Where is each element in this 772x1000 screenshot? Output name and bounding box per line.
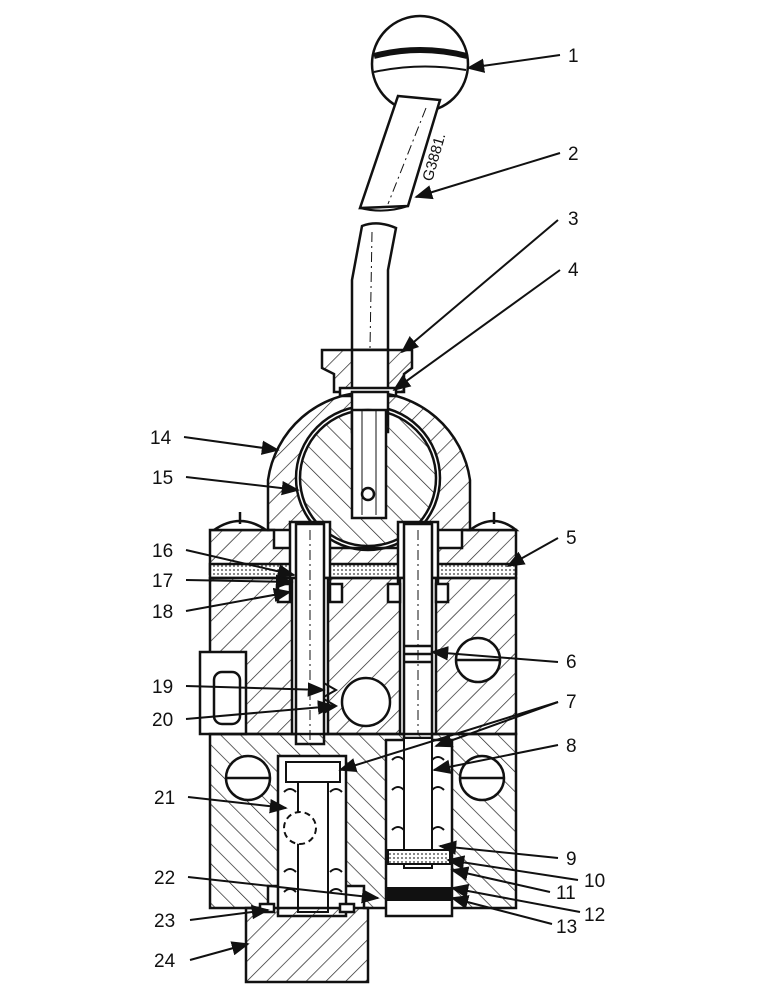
callout-15: 15 bbox=[152, 468, 173, 489]
leader-21 bbox=[187, 796, 288, 814]
leader-9 bbox=[438, 840, 559, 859]
leader-8 bbox=[432, 744, 559, 774]
lever-upper bbox=[358, 94, 442, 212]
leader-17 bbox=[185, 574, 294, 589]
callout-20: 20 bbox=[152, 710, 173, 731]
leader-5 bbox=[506, 537, 559, 567]
leader-3 bbox=[400, 219, 559, 354]
leader-7b bbox=[338, 701, 559, 773]
base-block bbox=[244, 902, 370, 984]
callout-5: 5 bbox=[566, 528, 577, 549]
leader-14 bbox=[183, 436, 280, 455]
leader-15 bbox=[185, 476, 300, 496]
callout-23: 23 bbox=[154, 911, 175, 932]
leader-20 bbox=[185, 700, 336, 720]
leader-19 bbox=[185, 682, 326, 697]
callout-11: 11 bbox=[556, 883, 576, 904]
leader-22 bbox=[187, 876, 380, 904]
valve-lower-body bbox=[208, 732, 518, 918]
callout-4: 4 bbox=[568, 260, 579, 281]
callout-16: 16 bbox=[152, 541, 173, 562]
callout-labels: 1 2 3 4 5 6 7 8 9 10 11 12 13 14 15 16 1… bbox=[150, 46, 605, 972]
leader-6 bbox=[430, 646, 559, 663]
callout-14: 14 bbox=[150, 428, 172, 449]
right-spring-assembly bbox=[387, 737, 451, 901]
leader-2 bbox=[414, 152, 561, 200]
valve-upper-body bbox=[198, 576, 518, 736]
callout-17: 17 bbox=[152, 571, 173, 592]
callout-7: 7 bbox=[566, 692, 577, 713]
leader-4 bbox=[392, 269, 561, 392]
leader-12 bbox=[450, 883, 581, 913]
leader-18 bbox=[185, 587, 292, 612]
leader-23 bbox=[189, 904, 270, 921]
leader-11 bbox=[450, 866, 551, 893]
callout-13: 13 bbox=[556, 917, 577, 938]
callout-19: 19 bbox=[152, 677, 173, 698]
callout-12: 12 bbox=[584, 905, 605, 926]
callout-22: 22 bbox=[154, 868, 175, 889]
callout-3: 3 bbox=[568, 209, 579, 230]
callout-10: 10 bbox=[584, 871, 605, 892]
leader-lines bbox=[183, 54, 581, 961]
leader-10 bbox=[446, 855, 579, 881]
callout-1: 1 bbox=[568, 46, 579, 67]
leader-1 bbox=[466, 54, 561, 73]
lever-lower bbox=[350, 222, 398, 352]
callout-24: 24 bbox=[154, 951, 176, 972]
leader-13 bbox=[450, 895, 553, 925]
callout-6: 6 bbox=[566, 652, 577, 673]
callout-21: 21 bbox=[154, 788, 175, 809]
leader-24 bbox=[189, 941, 250, 961]
leader-16 bbox=[185, 549, 296, 579]
callout-9: 9 bbox=[566, 849, 577, 870]
callout-18: 18 bbox=[152, 602, 173, 623]
callout-2: 2 bbox=[568, 144, 579, 165]
callout-8: 8 bbox=[566, 736, 577, 757]
cap-nut bbox=[320, 348, 414, 398]
pivot-ball bbox=[298, 408, 438, 548]
